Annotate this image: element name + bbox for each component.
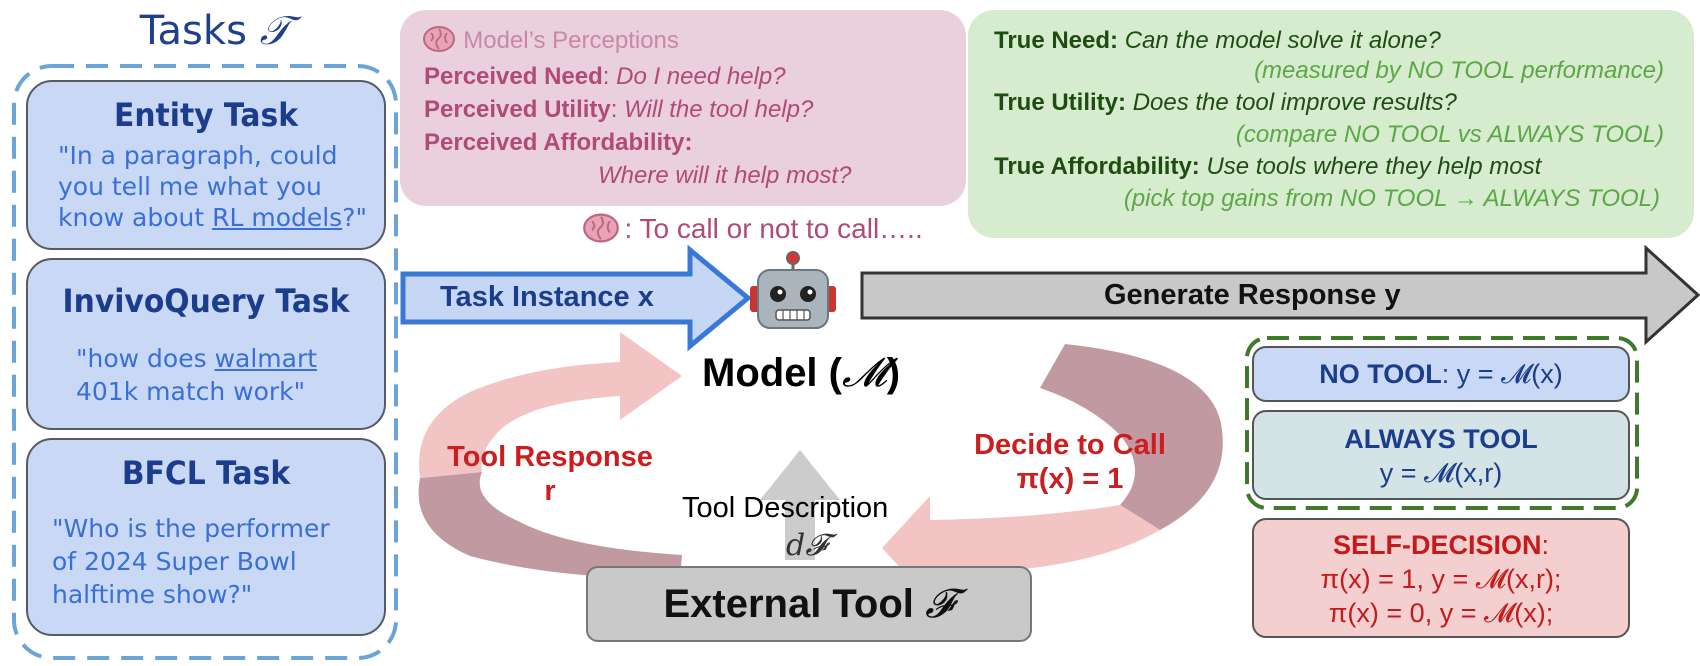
task-name: Entity Task (114, 96, 298, 134)
perceived-utility: Perceived Utility: Will the tool help? (424, 96, 814, 123)
model-label: Model (𝓜) (702, 350, 901, 396)
self-decision-box: SELF-DECISION: π(x) = 1, y = 𝓜(x,r); π(x… (1252, 518, 1630, 638)
entity-task-card: Entity Task "In a paragraph, could you t… (26, 80, 386, 250)
always-tool-box: ALWAYS TOOL y = 𝓜(x,r) (1252, 410, 1630, 500)
tasks-title: Tasks 𝒯 (139, 8, 291, 54)
decide-to-call-label: Decide to Call π(x) = 1 (974, 429, 1166, 495)
loop-right-front (882, 496, 1160, 600)
task-instance-arrow (400, 244, 752, 352)
no-tool-box: NO TOOL: y = 𝓜(x) (1252, 346, 1630, 402)
true-utility: True Utility: Does the tool improve resu… (994, 89, 1457, 116)
task-instance-label: Task Instance x (440, 281, 654, 313)
bfcl-task-card: BFCL Task "Who is the performer of 2024 … (26, 438, 386, 636)
tasks-dashed-outline (12, 64, 398, 660)
true-affordability: True Affordability: Use tools where they… (994, 153, 1542, 180)
generate-response-label: Generate Response y (1104, 279, 1401, 311)
to-call-caption: : To call or not to call….. (582, 212, 923, 245)
true-affordability-sub: (pick top gains from NO TOOL → ALWAYS TO… (1123, 185, 1660, 212)
perceived-affordability: Perceived Affordability: (424, 129, 693, 156)
task-query: "In a paragraph, could you tell me what … (58, 141, 367, 232)
perceptions-title: Model’s Perceptions (463, 27, 679, 54)
task-name: InvivoQuery Task (62, 282, 350, 320)
robot-icon (746, 248, 840, 341)
tool-description-label: Tool Description (682, 492, 889, 524)
truth-box: True Need: Can the model solve it alone?… (968, 10, 1694, 238)
loop-left-back (418, 472, 682, 579)
tool-response-label: Tool Response r (447, 441, 653, 507)
perceived-need: Perceived Need: Do I need help? (424, 63, 786, 90)
perceived-affordability-text: Where will it help most? (598, 162, 852, 189)
baselines-dashed-outline (1245, 336, 1639, 510)
external-tool-box: External Tool 𝓕 (586, 566, 1032, 642)
true-need-sub: (measured by NO TOOL performance) (1254, 57, 1664, 84)
generate-response-arrow (860, 244, 1700, 346)
brain-icon (422, 24, 463, 54)
task-query: "Who is the performer of 2024 Super Bowl… (52, 514, 330, 609)
perceptions-box: Model’s Perceptions Perceived Need: Do I… (400, 10, 966, 206)
perceptions-header: Model’s Perceptions (422, 24, 679, 55)
true-need: True Need: Can the model solve it alone? (994, 27, 1441, 54)
tool-description-arrow (760, 450, 840, 560)
true-utility-sub: (compare NO TOOL vs ALWAYS TOOL) (1235, 121, 1664, 148)
brain-icon (582, 213, 624, 243)
loop-left-front (419, 332, 682, 478)
task-name: BFCL Task (121, 454, 291, 492)
invivoquery-task-card: InvivoQuery Task "how does walmart 401k … (26, 258, 386, 430)
loop-right-back (1040, 344, 1223, 530)
tool-description-symbol: d𝓕 (786, 528, 828, 563)
task-query: "how does walmart 401k match work" (76, 344, 318, 406)
